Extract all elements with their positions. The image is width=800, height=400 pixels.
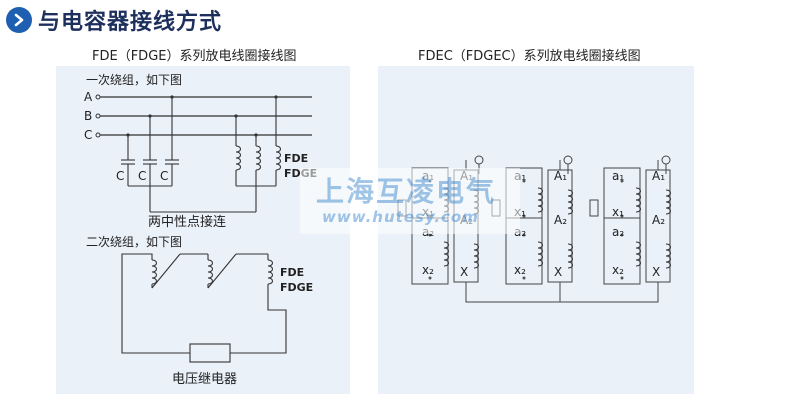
u1-X: X bbox=[460, 265, 468, 279]
neutral-bus bbox=[465, 296, 659, 303]
watermark-url: www.hutesy.com bbox=[322, 208, 479, 226]
primary-winding-label: 一次绕组，如下图 bbox=[86, 72, 182, 87]
phase-c: C bbox=[84, 128, 312, 142]
u3-X: X bbox=[652, 265, 660, 279]
secondary-coils bbox=[121, 253, 287, 363]
u3-a1: a₁ bbox=[612, 169, 624, 183]
u1-x2: x₂ bbox=[422, 263, 434, 277]
u2-A2: A₂ bbox=[554, 213, 567, 227]
watermark-backdrop bbox=[300, 168, 520, 234]
phase-a: A bbox=[84, 90, 312, 104]
cap-label-2: C bbox=[138, 169, 146, 183]
cap-label-1: C bbox=[116, 169, 124, 183]
svg-text:B: B bbox=[84, 109, 92, 123]
u2-X: X bbox=[554, 265, 562, 279]
phase-b: B bbox=[84, 109, 312, 123]
fdec-unit-3 bbox=[589, 155, 672, 296]
u3-x1: x₁ bbox=[612, 205, 624, 219]
secondary-winding-label: 二次绕组，如下图 bbox=[86, 234, 182, 249]
u3-x2: x₂ bbox=[612, 263, 624, 277]
watermark-company: 上海互凌电气 bbox=[316, 175, 497, 208]
u2-A1: A₁ bbox=[554, 169, 567, 183]
right-panel-title: FDEC（FDGEC）系列放电线圈接线图 bbox=[418, 49, 641, 64]
voltage-relay-label: 电压继电器 bbox=[172, 372, 237, 387]
page-header: 与电容器接线方式 bbox=[6, 6, 223, 35]
neutral-connection-label: 两中性点接连 bbox=[148, 214, 226, 230]
capacitor-bank bbox=[121, 97, 179, 212]
cap-label-3: C bbox=[160, 169, 168, 183]
u3-a2: a₂ bbox=[612, 225, 624, 239]
chevron-right-icon bbox=[6, 7, 32, 33]
page-title: 与电容器接线方式 bbox=[38, 10, 223, 35]
u2-x2: x₂ bbox=[514, 263, 526, 277]
u3-A1: A₁ bbox=[652, 169, 665, 183]
primary-coils bbox=[150, 97, 282, 213]
left-panel-title: FDE（FDGE）系列放电线圈接线图 bbox=[92, 49, 297, 64]
model-label-fde-top: FDE bbox=[284, 152, 308, 165]
svg-text:C: C bbox=[84, 128, 92, 142]
u3-A2: A₂ bbox=[652, 213, 665, 227]
model-label-fde-bottom: FDE bbox=[280, 266, 304, 279]
model-label-fdge-bottom: FDGE bbox=[280, 281, 313, 294]
svg-text:A: A bbox=[84, 90, 93, 104]
